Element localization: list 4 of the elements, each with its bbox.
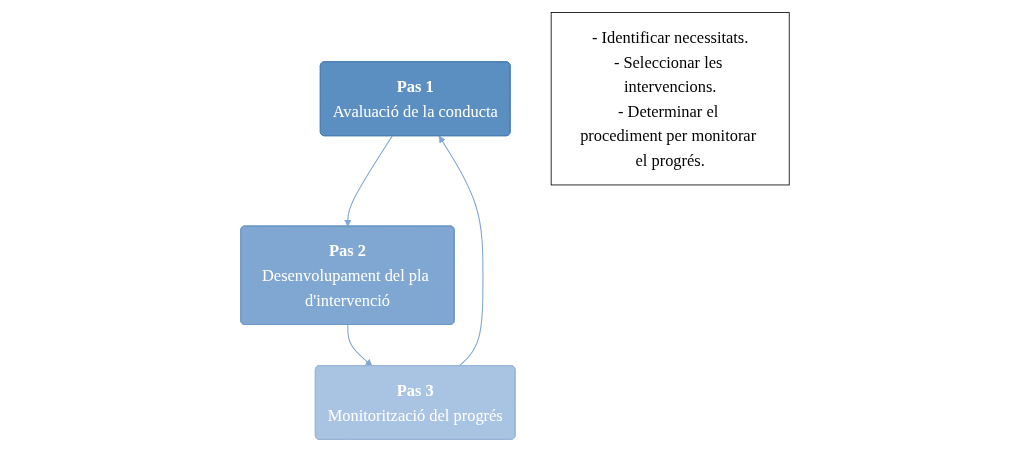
- arrow: [344, 135, 393, 227]
- arrow: [438, 135, 484, 366]
- node-box: - Identificar necessitats. - Seleccionar les intervencions. - Determinar el procediment per monitorar el progrés.: [550, 11, 790, 185]
- arrow: [347, 323, 373, 366]
